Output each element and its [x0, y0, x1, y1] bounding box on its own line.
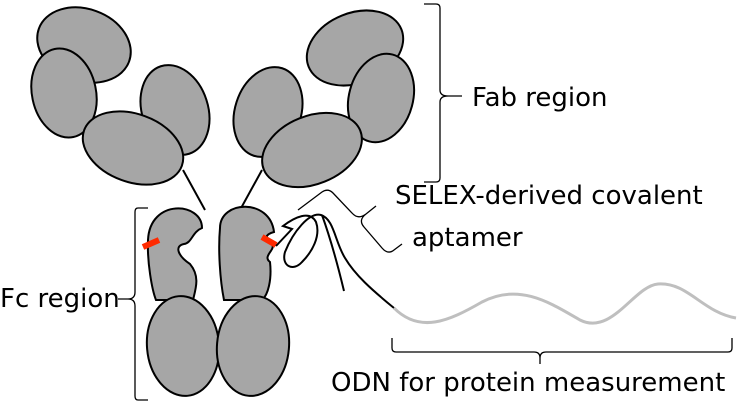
fab-left-domain-outer-mid — [30, 47, 98, 139]
fab-right-domain-outer-mid — [346, 52, 416, 144]
fab-region-bracket — [424, 3, 462, 183]
fc-ch2-domain-left — [146, 207, 204, 301]
odn-strand — [392, 282, 737, 325]
fab-region-label: Fab region — [472, 83, 608, 113]
fc-ch2-domain-right — [218, 205, 276, 301]
antibody — [30, 6, 416, 397]
fc-ch3-domain-right — [215, 295, 291, 397]
odn-label: ODN for protein measurement — [331, 368, 725, 398]
fab-right-domain-inner-bottom — [261, 111, 363, 189]
fab-left-domain-inner-bottom — [81, 110, 185, 186]
fc-region-bracket — [118, 207, 148, 401]
aptamer-label-line1: SELEX-derived covalent — [395, 181, 703, 211]
fc-region-label: Fc region — [0, 284, 120, 314]
aptamer-strand — [275, 213, 395, 309]
odn-bracket — [391, 338, 733, 364]
fc-ch3-domain-left — [145, 295, 221, 397]
aptamer-bracket — [297, 189, 403, 253]
aptamer-loop-strand — [321, 214, 345, 292]
covalent-bond-site-right — [260, 234, 278, 248]
hinge-left — [182, 169, 206, 211]
fab-arm-right — [232, 9, 416, 189]
hinge-right — [239, 169, 263, 211]
aptamer-label-line2: aptamer — [412, 223, 523, 253]
fab-arm-left — [30, 6, 211, 186]
covalent-bond-site-left — [141, 237, 161, 250]
